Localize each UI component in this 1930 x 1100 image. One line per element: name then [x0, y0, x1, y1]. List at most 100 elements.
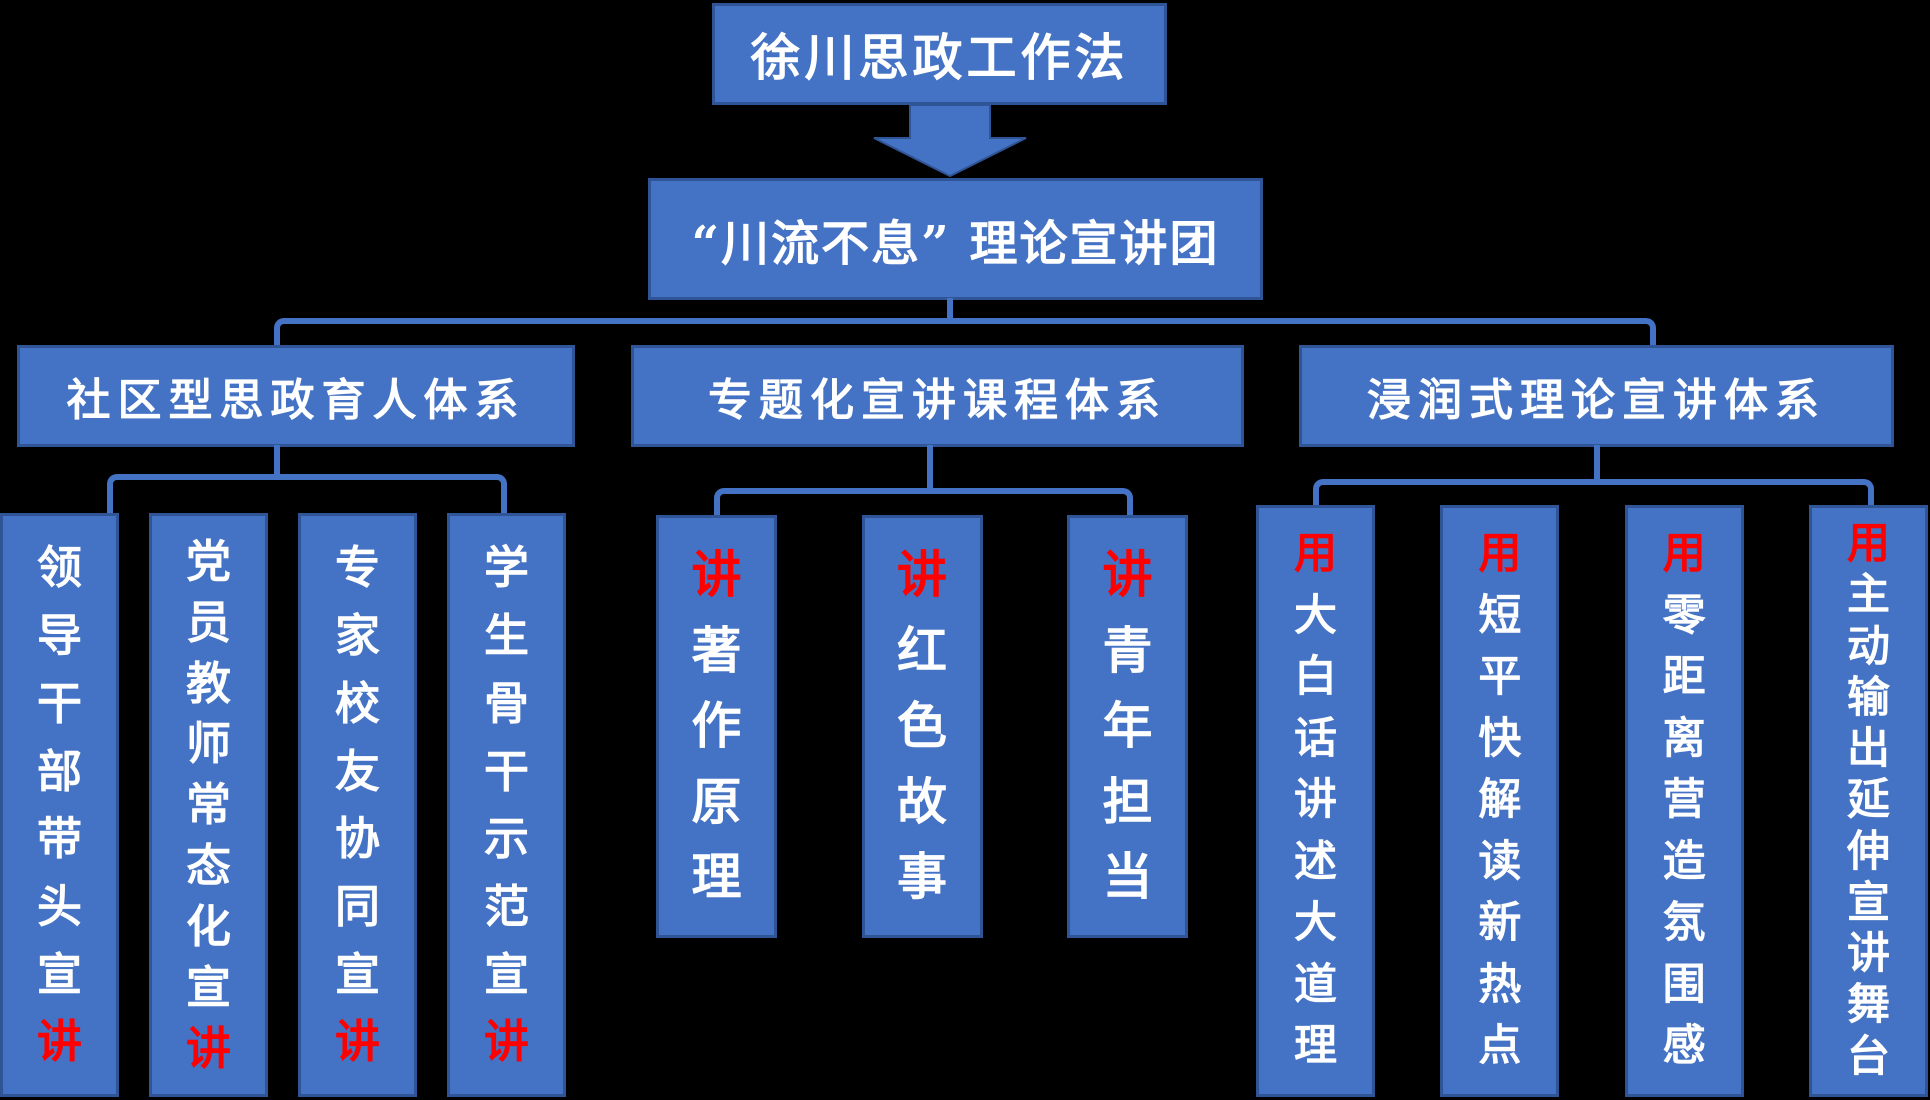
- column-char: 校: [334, 676, 380, 730]
- connector-immersive-bracket: [1313, 479, 1874, 506]
- column-char-highlight: 讲: [185, 1022, 231, 1076]
- column-char-highlight: 讲: [334, 1015, 380, 1069]
- team-node: “川流不息” 理论宣讲团: [648, 178, 1263, 300]
- connector-root-stub: [947, 298, 953, 319]
- column-group-courses: 讲著作原理讲红色故事讲青年担当: [656, 515, 1188, 938]
- column-char: 色: [897, 696, 947, 756]
- team-node-label: “川流不息” 理论宣讲团: [691, 216, 1220, 272]
- column-char: 同: [334, 879, 380, 933]
- column-card: 学生骨干示范宣讲: [447, 513, 566, 1097]
- column-char-highlight: 讲: [36, 1015, 82, 1069]
- branch-header-label: 社区型思政育人体系: [66, 375, 526, 426]
- column-card: 党员教师常态化宣讲: [149, 513, 268, 1097]
- column-char: 员: [185, 595, 231, 649]
- column-char-highlight: 用: [1294, 529, 1337, 580]
- column-char: 台: [1846, 1031, 1890, 1082]
- column-char-highlight: 讲: [897, 545, 947, 605]
- column-char-highlight: 讲: [691, 545, 742, 605]
- column-group-community: 领导干部带头宣讲党员教师常态化宣讲专家校友协同宣讲学生骨干示范宣讲: [0, 513, 566, 1097]
- column-char: 协: [334, 812, 380, 866]
- branch-header-immersive: 浸润式理论宣讲体系: [1299, 345, 1894, 447]
- column-char-highlight: 用: [1478, 529, 1522, 580]
- branch-header-label: 专题化宣讲课程体系: [708, 375, 1167, 426]
- column-char: 点: [1478, 1021, 1522, 1072]
- column-char: 原: [691, 771, 742, 831]
- column-char: 干: [36, 676, 82, 730]
- column-char: 读: [1478, 836, 1522, 887]
- column-char: 热: [1478, 959, 1522, 1010]
- connector-courses-bracket: [714, 488, 1133, 516]
- column-char: 事: [897, 847, 947, 907]
- column-card: 用零距离营造氛围感: [1624, 505, 1744, 1097]
- column-char: 家: [334, 609, 380, 663]
- column-char-highlight: 用: [1846, 519, 1890, 570]
- column-char: 骨: [483, 676, 529, 730]
- column-card: 领导干部带头宣讲: [0, 513, 119, 1097]
- column-char: 道: [1294, 959, 1337, 1010]
- branch-header-label: 浸润式理论宣讲体系: [1367, 375, 1826, 426]
- column-char: 讲: [1294, 775, 1337, 826]
- column-char: 党: [185, 534, 231, 588]
- column-char: 范: [483, 879, 529, 933]
- branch-header-community: 社区型思政育人体系: [17, 345, 575, 447]
- column-char: 氛: [1662, 898, 1706, 949]
- column-char: 师: [185, 717, 231, 771]
- column-char: 延: [1846, 775, 1890, 826]
- branch-header-courses: 专题化宣讲课程体系: [631, 345, 1244, 447]
- column-char-highlight: 讲: [483, 1015, 529, 1069]
- column-char: 主: [1846, 570, 1890, 621]
- column-char: 作: [691, 696, 742, 756]
- column-char: 学: [483, 541, 529, 595]
- column-char: 快: [1478, 713, 1522, 764]
- column-card: 用主动输出延伸宣讲舞台: [1808, 505, 1928, 1097]
- column-char: 态: [185, 839, 231, 893]
- column-char: 零: [1662, 590, 1706, 641]
- column-char: 大: [1294, 590, 1337, 641]
- column-char: 大: [1294, 898, 1337, 949]
- column-char: 导: [36, 609, 82, 663]
- column-card: 专家校友协同宣讲: [298, 513, 417, 1097]
- column-char: 解: [1478, 775, 1522, 826]
- column-char: 营: [1662, 775, 1706, 826]
- connector-immersive-stub: [1594, 445, 1600, 480]
- column-char: 领: [36, 541, 82, 595]
- column-char: 输: [1846, 672, 1890, 723]
- column-char: 新: [1478, 898, 1522, 949]
- column-char: 宣: [1846, 877, 1890, 928]
- column-char: 平: [1478, 652, 1522, 703]
- column-char: 友: [334, 744, 380, 798]
- column-char: 造: [1662, 836, 1706, 887]
- column-char: 故: [897, 771, 947, 831]
- connector-courses-stub: [927, 445, 933, 489]
- column-group-immersive: 用大白话讲述大道理用短平快解读新热点用零距离营造氛围感用主动输出延伸宣讲舞台: [1256, 505, 1928, 1097]
- root-node-label: 徐川思政工作法: [750, 28, 1129, 87]
- column-char: 部: [36, 744, 82, 798]
- column-char: 离: [1662, 713, 1706, 764]
- root-node: 徐川思政工作法: [712, 3, 1167, 105]
- column-char: 动: [1846, 621, 1890, 672]
- column-card: 讲著作原理: [656, 515, 777, 938]
- column-char-highlight: 用: [1662, 529, 1706, 580]
- column-char: 干: [483, 744, 529, 798]
- column-char: 宣: [483, 947, 529, 1001]
- column-char: 宣: [334, 947, 380, 1001]
- column-char: 青: [1102, 620, 1153, 680]
- column-char: 距: [1662, 652, 1706, 703]
- column-char: 短: [1478, 590, 1522, 641]
- column-char: 示: [483, 812, 529, 866]
- column-char: 理: [1294, 1021, 1337, 1072]
- column-card: 讲红色故事: [861, 515, 983, 938]
- down-arrow-icon: [873, 104, 1027, 178]
- column-char: 伸: [1846, 826, 1890, 877]
- column-card: 用短平快解读新热点: [1440, 505, 1560, 1097]
- column-char: 当: [1102, 847, 1153, 907]
- column-char: 述: [1294, 836, 1337, 887]
- column-char: 专: [334, 541, 380, 595]
- column-char: 红: [897, 620, 947, 680]
- column-char: 白: [1294, 652, 1337, 703]
- column-card: 用大白话讲述大道理: [1256, 505, 1375, 1097]
- column-char: 著: [691, 620, 742, 680]
- column-char: 担: [1102, 771, 1153, 831]
- column-char: 宣: [36, 947, 82, 1001]
